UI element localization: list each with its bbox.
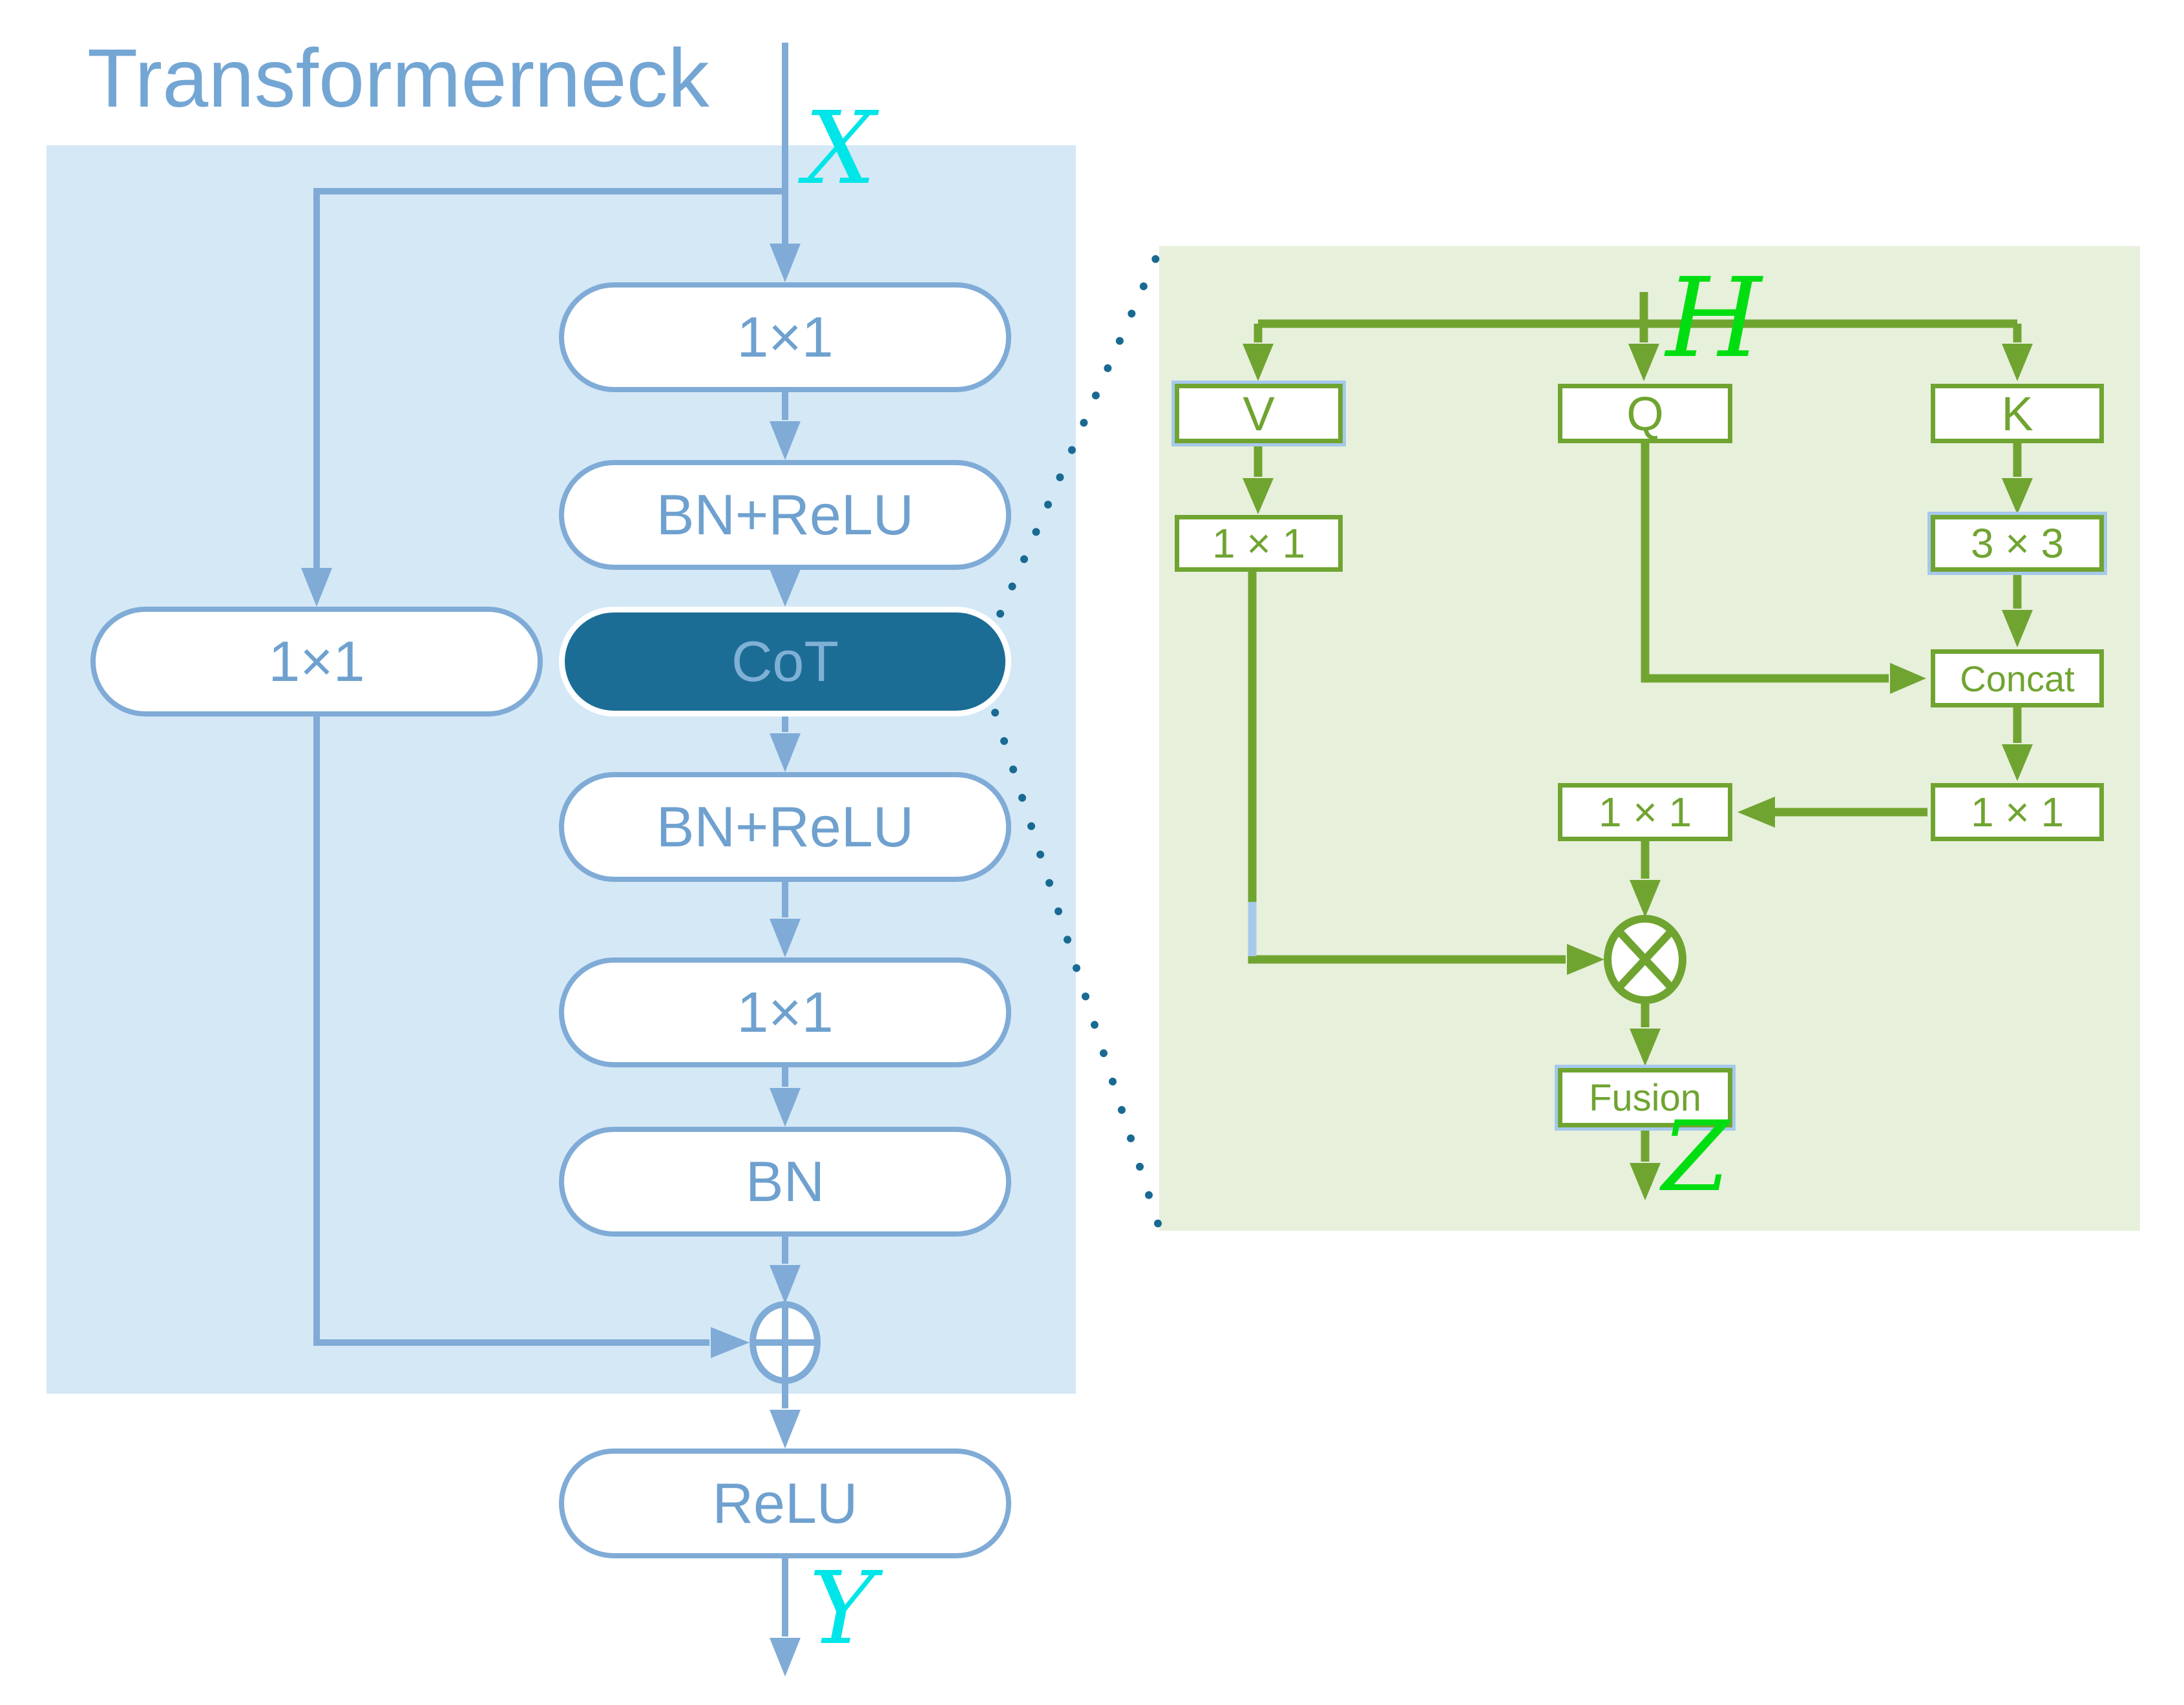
- input-label-x: X: [804, 90, 876, 207]
- green-wires: [1248, 292, 2022, 1162]
- blue-wires: [313, 43, 788, 1637]
- output-label-z: Z: [1662, 1101, 1730, 1213]
- arrowhead: [1567, 944, 1604, 975]
- multiply-icon: [1604, 915, 1686, 1004]
- arrowhead: [770, 421, 801, 460]
- arrowhead: [1628, 344, 1659, 381]
- arrowhead: [1630, 880, 1661, 917]
- arrowhead: [1890, 663, 1926, 694]
- arrowhead: [770, 569, 801, 607]
- zoom-connector-dotted-lines: [991, 247, 1163, 1231]
- box-query: Q: [1558, 384, 1732, 443]
- arrowhead: [770, 919, 801, 957]
- block-conv-1x1-bottom: 1×1: [559, 957, 1011, 1067]
- arrowhead: [770, 244, 801, 282]
- block-cot: CoT: [559, 607, 1011, 717]
- arrowhead: [770, 733, 801, 772]
- arrowhead: [770, 1410, 801, 1449]
- skip-return-line: [313, 717, 709, 1346]
- arrowhead: [770, 1265, 801, 1304]
- box-conv-1x1-value: 1 × 1: [1175, 515, 1343, 572]
- block-relu: ReLU: [559, 1449, 1011, 1558]
- block-skip-conv-1x1: 1×1: [90, 607, 543, 717]
- box-key: K: [1931, 384, 2104, 443]
- arrowhead: [711, 1327, 750, 1358]
- v-long-line: [1248, 572, 1566, 964]
- input-label-h: H: [1666, 255, 1762, 382]
- arrowhead: [1738, 797, 1775, 828]
- block-bn: BN: [559, 1127, 1011, 1237]
- arrowhead: [2002, 744, 2033, 781]
- arrowhead: [770, 1638, 801, 1677]
- box-fusion: Fusion: [1555, 1065, 1736, 1131]
- box-conv-1x1-attention-right: 1 × 1: [1931, 783, 2104, 841]
- arrowhead: [2002, 478, 2033, 514]
- box-value: V: [1171, 381, 1346, 446]
- arrowhead: [1630, 1029, 1661, 1066]
- output-label-y: Y: [809, 1550, 876, 1667]
- arrowhead: [2002, 344, 2033, 381]
- arrowhead: [301, 568, 332, 607]
- green-arrowheads: [1243, 344, 2033, 1200]
- q-elbow-line: [1641, 443, 1889, 683]
- diagram-title: Transformerneck: [87, 32, 709, 125]
- arrowhead: [1243, 478, 1274, 514]
- block-conv-1x1-top: 1×1: [559, 282, 1011, 392]
- box-conv-1x1-attention-center: 1 × 1: [1558, 783, 1732, 841]
- add-icon: [750, 1301, 821, 1384]
- zoom-connector-bottom: [991, 709, 1163, 1231]
- box-conv-3x3-key: 3 × 3: [1927, 512, 2107, 575]
- arrowhead: [1243, 344, 1274, 381]
- arrowhead: [2002, 610, 2033, 647]
- skip-branch-line: [313, 188, 785, 568]
- block-bn-relu-2: BN+ReLU: [559, 772, 1011, 882]
- block-bn-relu-1: BN+ReLU: [559, 460, 1011, 570]
- arrowhead: [770, 1088, 801, 1127]
- arrowhead: [1630, 1163, 1661, 1200]
- blue-arrowheads: [301, 244, 801, 1677]
- box-concat: Concat: [1931, 649, 2104, 707]
- zoom-connector-top: [996, 247, 1163, 618]
